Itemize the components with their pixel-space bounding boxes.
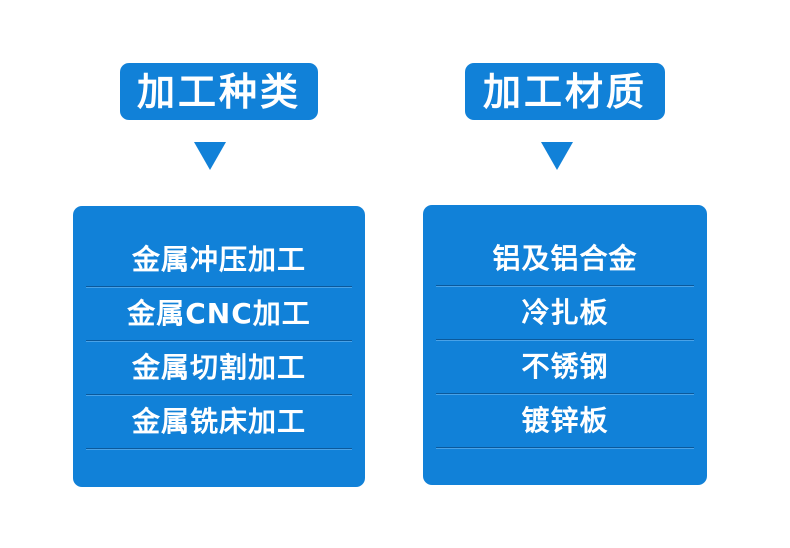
list-item: 金属冲压加工 [131, 243, 306, 276]
divider [436, 393, 694, 395]
divider [436, 285, 694, 287]
divider [86, 394, 352, 396]
header-pill-processing-types: 加工种类 [120, 63, 318, 120]
list-item: 金属CNC加工 [127, 297, 311, 330]
list-item: 金属切割加工 [131, 351, 306, 384]
column-processing-types: 加工种类 金属冲压加工 金属CNC加工 金属切割加工 金属铣床加工 [73, 63, 365, 487]
arrow-down-icon [194, 142, 226, 170]
list-item: 不锈钢 [521, 350, 609, 383]
column-processing-materials: 加工材质 铝及铝合金 冷扎板 不锈钢 镀锌板 [395, 0, 790, 548]
divider [86, 448, 352, 450]
divider [86, 286, 352, 288]
list-item: 金属铣床加工 [131, 405, 306, 438]
list-box-processing-materials: 铝及铝合金 冷扎板 不锈钢 镀锌板 [423, 205, 707, 485]
list-box-processing-types: 金属冲压加工 金属CNC加工 金属切割加工 金属铣床加工 [73, 206, 365, 487]
divider [436, 447, 694, 449]
list-item: 铝及铝合金 [492, 242, 638, 275]
arrow-down-icon [541, 142, 573, 170]
divider [86, 340, 352, 342]
header-pill-processing-materials: 加工材质 [465, 63, 665, 120]
list-item: 镀锌板 [521, 404, 609, 437]
list-item: 冷扎板 [521, 296, 609, 329]
divider [436, 339, 694, 341]
